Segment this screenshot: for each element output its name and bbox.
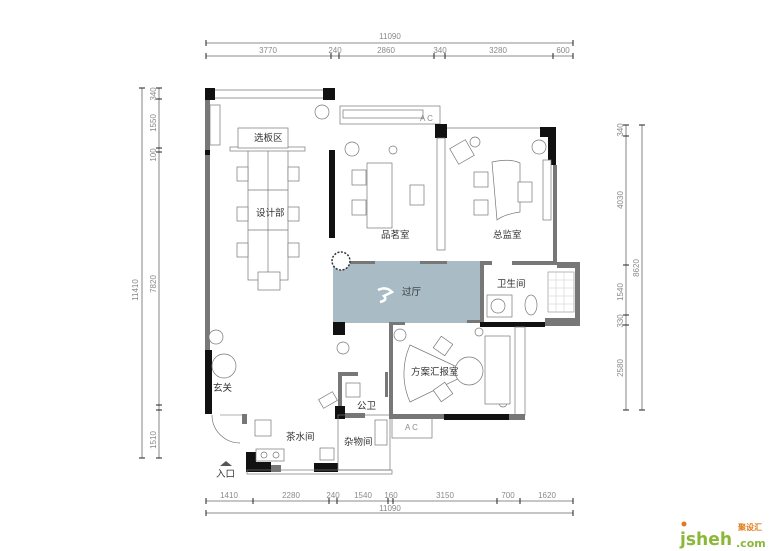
dim-left: 340 xyxy=(149,87,158,101)
ac-marker: A C xyxy=(420,114,433,123)
dim-right: 1540 xyxy=(616,283,625,301)
label-gongwei: 公卫 xyxy=(357,401,377,412)
dim-bottom: 1410 xyxy=(220,491,238,500)
dim-left: 7820 xyxy=(149,275,158,293)
dim-left: 1510 xyxy=(149,431,158,449)
dim-top: 3770 xyxy=(259,46,277,55)
dim-top: 340 xyxy=(433,46,447,55)
bottom-dimensions: 1410 2280 240 1540 160 3150 700 1620 110… xyxy=(205,491,574,516)
bathroom-fixtures xyxy=(486,271,575,318)
dim-top: 240 xyxy=(328,46,342,55)
logo-suffix: .com xyxy=(736,537,766,550)
label-xuanbanqu: 选板区 xyxy=(254,132,283,144)
top-dimensions: 11090 3770 240 2860 340 3280 600 xyxy=(205,32,574,59)
entrance-furniture xyxy=(211,353,388,462)
dim-bottom: 3150 xyxy=(436,491,454,500)
logo-cn: 聚设汇 xyxy=(737,522,762,532)
entrance-arrow-icon xyxy=(220,461,232,466)
dim-right: 4030 xyxy=(616,191,625,209)
jsheh-logo: jsheh 聚设汇 .com xyxy=(679,521,766,550)
dim-bottom-total: 11090 xyxy=(379,504,401,513)
dim-right-total: 8620 xyxy=(632,259,641,277)
label-rukou: 入口 xyxy=(216,469,235,480)
label-guoting: 过厅 xyxy=(402,286,422,298)
dim-bottom: 240 xyxy=(326,491,340,500)
dim-bottom: 2280 xyxy=(282,491,300,500)
label-shejibu: 设计部 xyxy=(256,207,285,219)
dim-right: 2580 xyxy=(616,359,625,377)
dim-right: 330 xyxy=(616,314,625,328)
dim-top-total: 11090 xyxy=(379,32,401,41)
left-dimensions: 11410 340 1550 100 7820 1510 xyxy=(131,87,162,459)
room-labels: 选板区 设计部 品茗室 总监室 过厅 卫生间 方案汇报室 玄关 公卫 茶水间 杂… xyxy=(213,132,526,480)
label-xuanguan: 玄关 xyxy=(213,382,233,394)
label-fanganhuibaoshi: 方案汇报室 xyxy=(411,366,459,378)
ac-marker: A C xyxy=(405,423,418,432)
logo-main: jsheh xyxy=(679,529,732,550)
dim-top: 3280 xyxy=(489,46,507,55)
presentation-furniture xyxy=(403,327,511,405)
dim-left-total: 11410 xyxy=(131,279,140,301)
label-zawujian: 杂物间 xyxy=(344,436,373,448)
dim-top: 600 xyxy=(556,46,570,55)
ac-markers: A C A C xyxy=(405,114,433,432)
label-pinmingshi: 品茗室 xyxy=(381,229,410,241)
hall-area xyxy=(333,261,481,323)
dim-bottom: 160 xyxy=(384,491,398,500)
dim-left: 100 xyxy=(149,148,158,162)
dim-left: 1550 xyxy=(149,114,158,132)
design-desk xyxy=(209,104,306,291)
dim-top: 2860 xyxy=(377,46,395,55)
dim-bottom: 1540 xyxy=(354,491,372,500)
tea-room-furniture xyxy=(351,145,425,229)
right-dimensions: 340 4030 1540 330 2580 8620 xyxy=(616,123,645,411)
walking-person-icon xyxy=(377,287,395,304)
walls xyxy=(205,88,580,475)
director-office-furniture xyxy=(449,136,552,221)
dim-right: 340 xyxy=(616,123,625,137)
label-chashuijian: 茶水间 xyxy=(286,431,315,443)
label-weishengjian: 卫生间 xyxy=(497,278,526,290)
dim-bottom: 1620 xyxy=(538,491,556,500)
label-zongjianshi: 总监室 xyxy=(493,229,522,241)
dim-bottom: 700 xyxy=(501,491,515,500)
